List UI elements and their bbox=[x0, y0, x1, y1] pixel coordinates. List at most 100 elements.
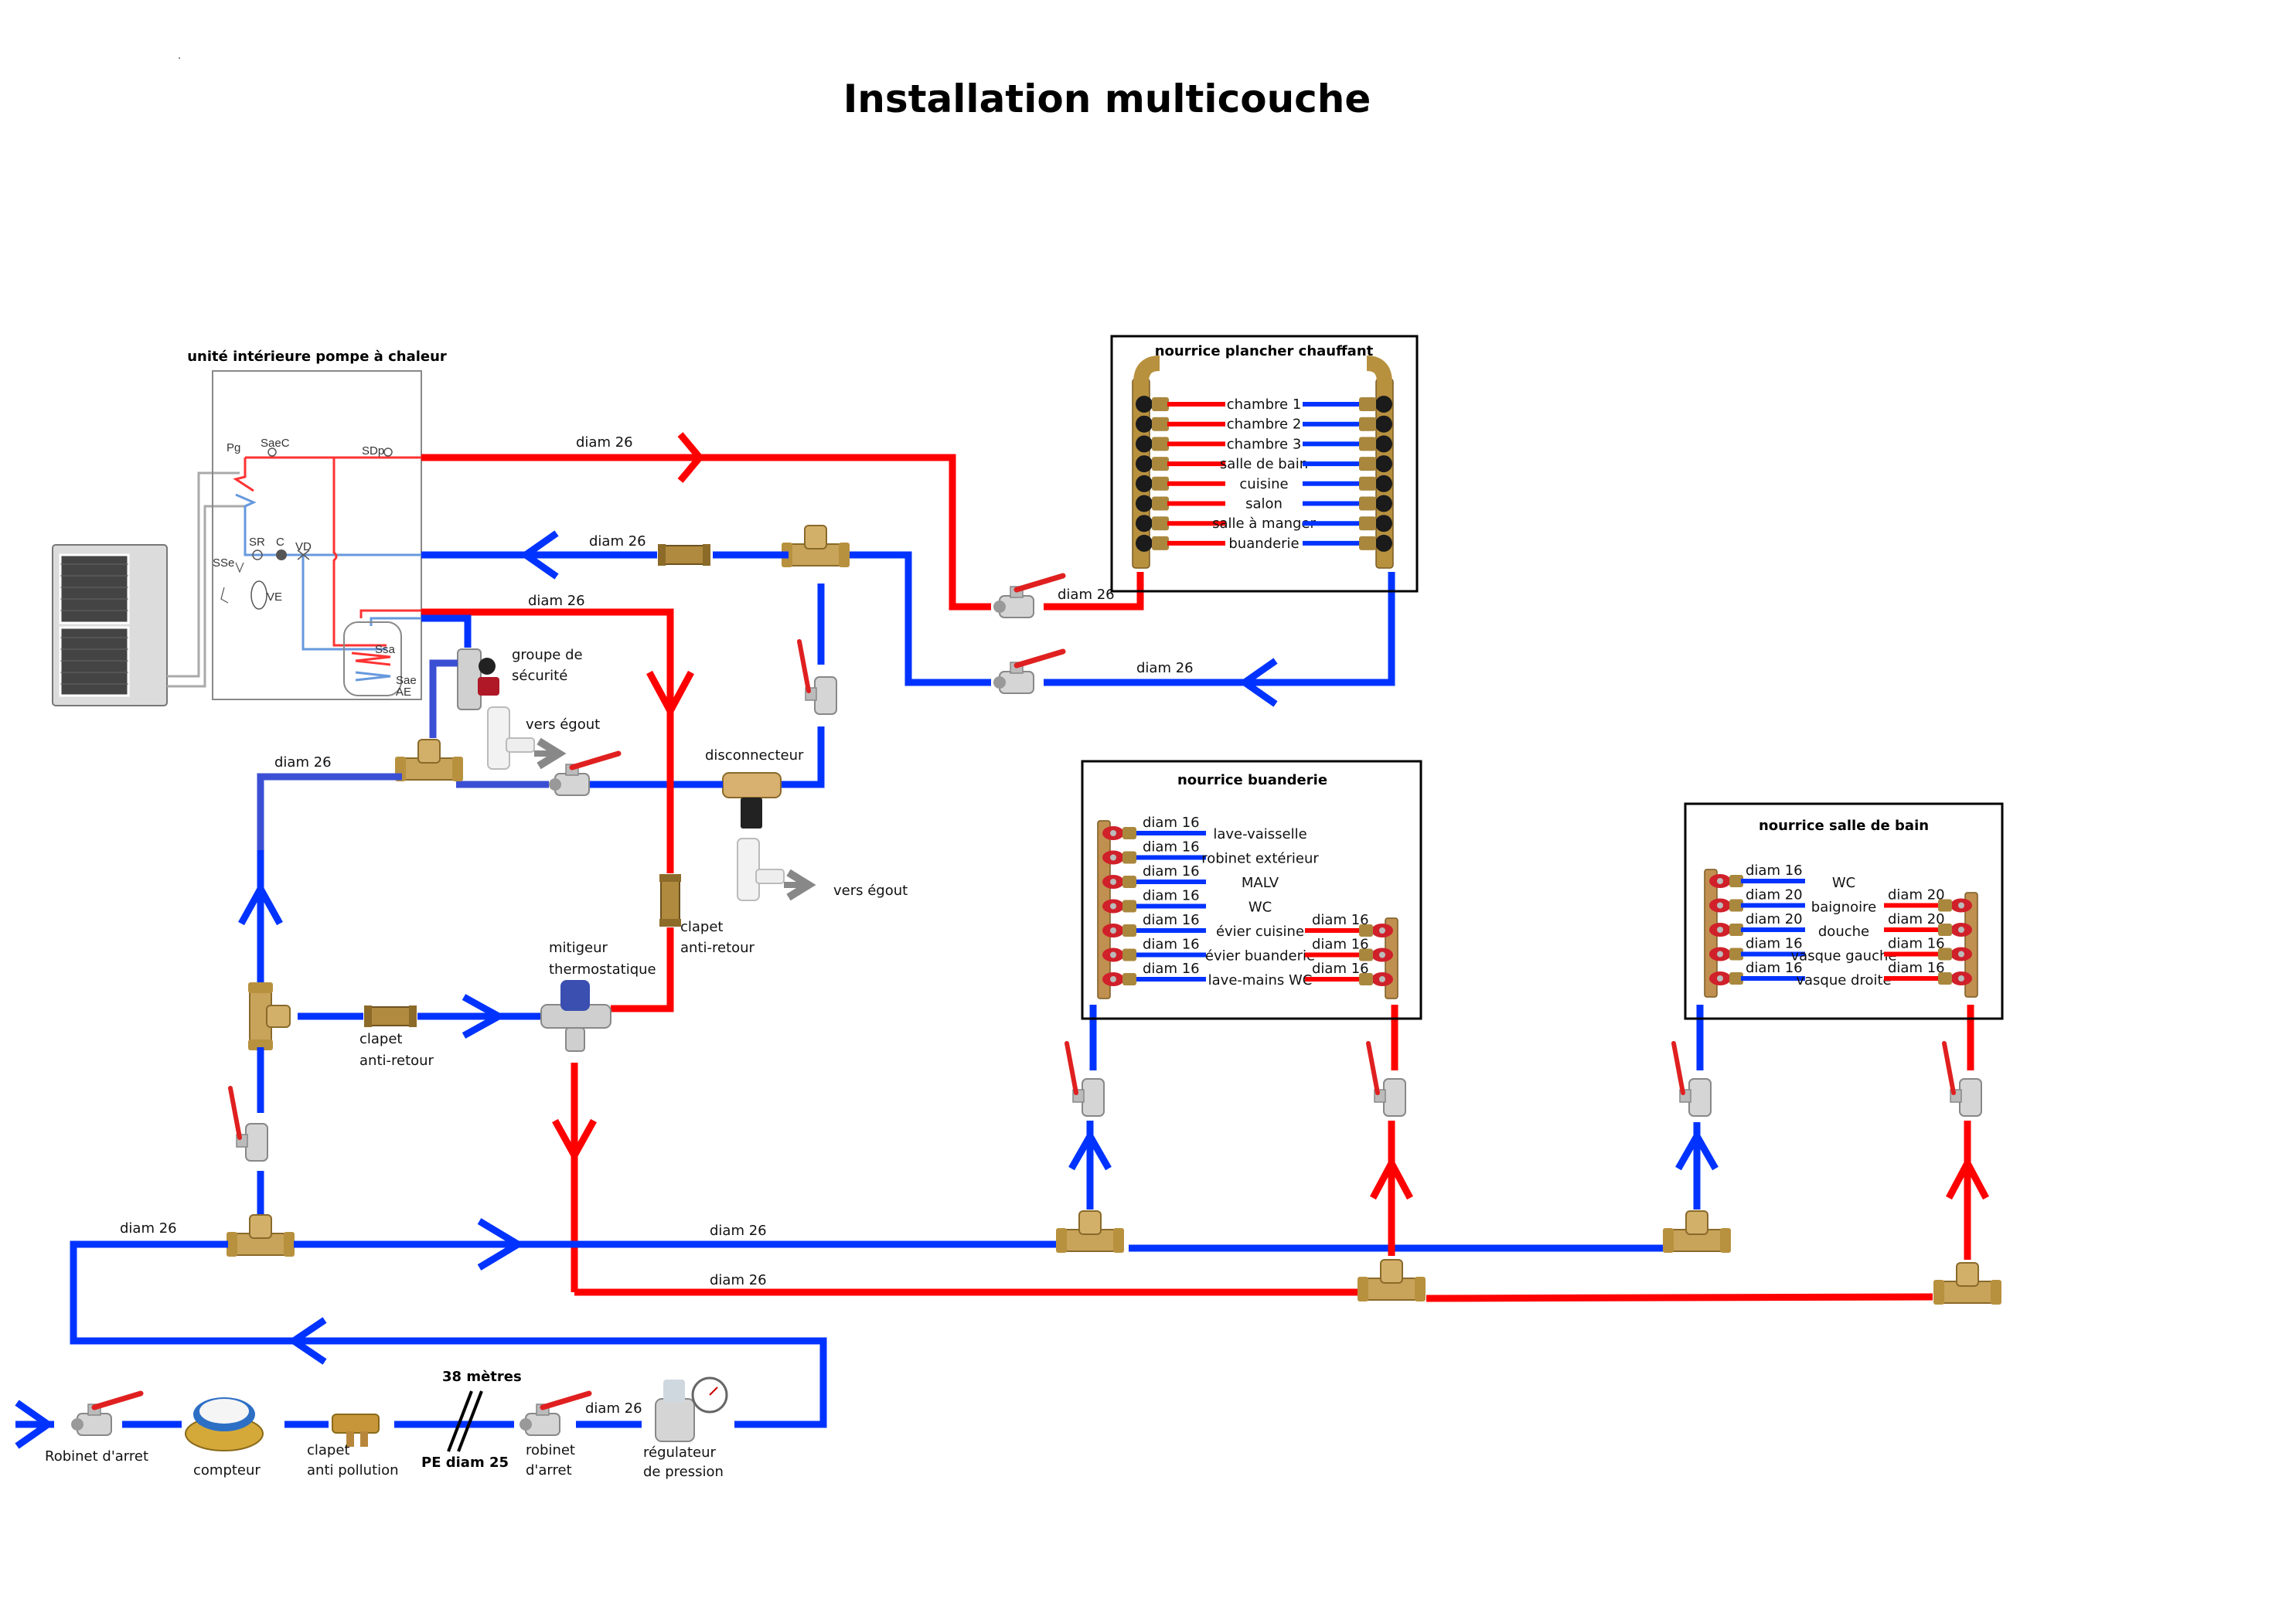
manifold-valve-icon[interactable] bbox=[1102, 972, 1136, 986]
ball-valve-icon[interactable] bbox=[1674, 1043, 1711, 1116]
plancher-circuit-row: chambre 2 bbox=[1136, 415, 1392, 433]
manifold-valve-icon[interactable] bbox=[1136, 534, 1169, 552]
svg-text:Pg: Pg bbox=[227, 441, 240, 454]
manifold-valve-icon[interactable] bbox=[1136, 415, 1169, 433]
tee-fitting-icon bbox=[1662, 1210, 1732, 1254]
pipe-label: diam 26 bbox=[710, 1223, 767, 1239]
cold-diameter-label: diam 20 bbox=[1746, 887, 1803, 903]
manifold-valve-icon[interactable] bbox=[1102, 948, 1136, 962]
svg-text:de pression: de pression bbox=[643, 1464, 724, 1480]
pipe-main-hot-right bbox=[1426, 1293, 1933, 1302]
tee-fitting-icon bbox=[1933, 1262, 2002, 1305]
svg-text:clapet: clapet bbox=[359, 1031, 403, 1047]
ball-valve-icon[interactable] bbox=[71, 1393, 141, 1435]
circuit-label: cuisine bbox=[1239, 476, 1288, 492]
manifold-valve-icon[interactable] bbox=[1136, 475, 1169, 492]
plancher-circuit-row: salle de bain bbox=[1136, 455, 1392, 473]
manifold-valve-icon[interactable] bbox=[1136, 455, 1169, 473]
cold-diameter-label: diam 16 bbox=[1143, 839, 1200, 856]
ball-valve-icon[interactable] bbox=[549, 754, 618, 795]
plancher-circuit-row: salle à manger bbox=[1136, 515, 1392, 532]
manifold-valve-icon[interactable] bbox=[1938, 947, 1972, 961]
pipe-cold-loop-top bbox=[257, 773, 402, 858]
nourrice-sdb-title: nourrice salle de bain bbox=[1759, 818, 1929, 834]
ball-valve-icon[interactable] bbox=[1067, 1043, 1104, 1116]
manifold-valve-icon[interactable] bbox=[1359, 948, 1393, 962]
manifold-valve-icon[interactable] bbox=[1136, 396, 1169, 413]
manifold-valve-icon[interactable] bbox=[1938, 898, 1972, 913]
indoor-unit-schematic bbox=[220, 447, 421, 696]
indoor-unit-labels: Pg SaeC SDp SR C VD SSe VE Ssa Sae AE bbox=[213, 437, 417, 699]
svg-text:robinet: robinet bbox=[526, 1442, 575, 1458]
flow-arrow-right-icon bbox=[677, 432, 704, 483]
outlet-label: robinet extérieur bbox=[1201, 851, 1319, 867]
check-valve-label: clapet anti-retour bbox=[680, 919, 755, 956]
plancher-circuit-row: buanderie bbox=[1136, 534, 1392, 552]
manifold-valve-icon[interactable] bbox=[1102, 826, 1136, 840]
manifold-valve-icon[interactable] bbox=[1136, 495, 1169, 512]
nourrice-plancher-box bbox=[1110, 335, 1419, 593]
manifold-valve-icon[interactable] bbox=[1938, 971, 1972, 985]
manifold-valve-icon[interactable] bbox=[1359, 972, 1393, 986]
outlet-label: évier buanderie bbox=[1205, 948, 1315, 965]
manifold-valve-icon[interactable] bbox=[1359, 924, 1393, 937]
pipe-label: diam 26 bbox=[1136, 660, 1194, 676]
manifold-valve-icon[interactable] bbox=[1709, 947, 1743, 961]
manifold-valve-icon[interactable] bbox=[1709, 898, 1743, 913]
manifold-valve-icon[interactable] bbox=[1102, 899, 1136, 914]
tee-fitting-icon bbox=[1055, 1210, 1125, 1254]
hot-diameter-label: diam 20 bbox=[1888, 911, 1945, 927]
svg-text:clapet: clapet bbox=[307, 1442, 350, 1458]
pe-diameter-label: PE diam 25 bbox=[421, 1455, 509, 1471]
ball-valve-icon[interactable] bbox=[1944, 1043, 1981, 1116]
page-title: Installation multicouche bbox=[843, 77, 1371, 121]
circuit-label: salon bbox=[1245, 496, 1283, 512]
ball-valve-icon[interactable] bbox=[519, 1393, 589, 1435]
nourrice-plancher-title: nourrice plancher chauffant bbox=[1155, 343, 1374, 359]
ball-valve-icon[interactable] bbox=[993, 652, 1063, 693]
manifold-valve-icon[interactable] bbox=[1709, 874, 1743, 888]
manifold-valve-icon[interactable] bbox=[1102, 875, 1136, 889]
nourrice-sdb-box bbox=[1684, 802, 2004, 1020]
ball-valve-icon[interactable] bbox=[1368, 1043, 1405, 1116]
tee-fitting-icon bbox=[781, 525, 850, 568]
ball-valve-icon[interactable] bbox=[993, 576, 1063, 618]
safety-group-icon bbox=[457, 648, 499, 710]
cold-diameter-label: diam 16 bbox=[1143, 912, 1200, 928]
manifold-valve-icon[interactable] bbox=[1136, 515, 1169, 532]
svg-text:mitigeur: mitigeur bbox=[549, 940, 608, 956]
cold-diameter-label: diam 16 bbox=[1143, 888, 1200, 904]
thermostatic-mixer-icon bbox=[540, 980, 611, 1052]
pipe-hot-ecs bbox=[421, 608, 674, 873]
indoor-unit-title: unité intérieure pompe à chaleur bbox=[187, 349, 447, 365]
plancher-circuit-row: salon bbox=[1136, 495, 1392, 512]
svg-text:Sae: Sae bbox=[396, 674, 417, 687]
circuit-label: chambre 1 bbox=[1227, 396, 1302, 413]
manifold-valve-icon[interactable] bbox=[1709, 971, 1743, 985]
pipe-fill-lower bbox=[781, 726, 825, 788]
pipe-safety-group bbox=[429, 659, 458, 738]
flow-arrow-up-icon bbox=[1068, 1128, 1112, 1171]
flow-arrow-up-icon bbox=[1946, 1155, 1989, 1200]
tee-fitting-icon bbox=[247, 982, 291, 1051]
outlet-label: WC bbox=[1248, 900, 1272, 916]
tee-fitting-icon bbox=[1357, 1259, 1426, 1302]
cold-diameter-label: diam 16 bbox=[1746, 960, 1803, 976]
manifold-valve-icon[interactable] bbox=[1102, 850, 1136, 865]
disconnector-icon bbox=[722, 772, 782, 829]
hot-diameter-label: diam 16 bbox=[1312, 937, 1369, 953]
svg-text:SR: SR bbox=[249, 536, 265, 549]
flow-arrow-left-icon bbox=[1238, 658, 1278, 707]
nourrice-buanderie-box bbox=[1081, 760, 1422, 1020]
manifold-valve-icon[interactable] bbox=[1709, 923, 1743, 937]
manifold-valve-icon[interactable] bbox=[1938, 923, 1972, 937]
length-label: 38 mètres bbox=[442, 1369, 522, 1385]
manifold-valve-icon[interactable] bbox=[1102, 924, 1136, 937]
manifold-valve-icon[interactable] bbox=[1136, 435, 1169, 453]
